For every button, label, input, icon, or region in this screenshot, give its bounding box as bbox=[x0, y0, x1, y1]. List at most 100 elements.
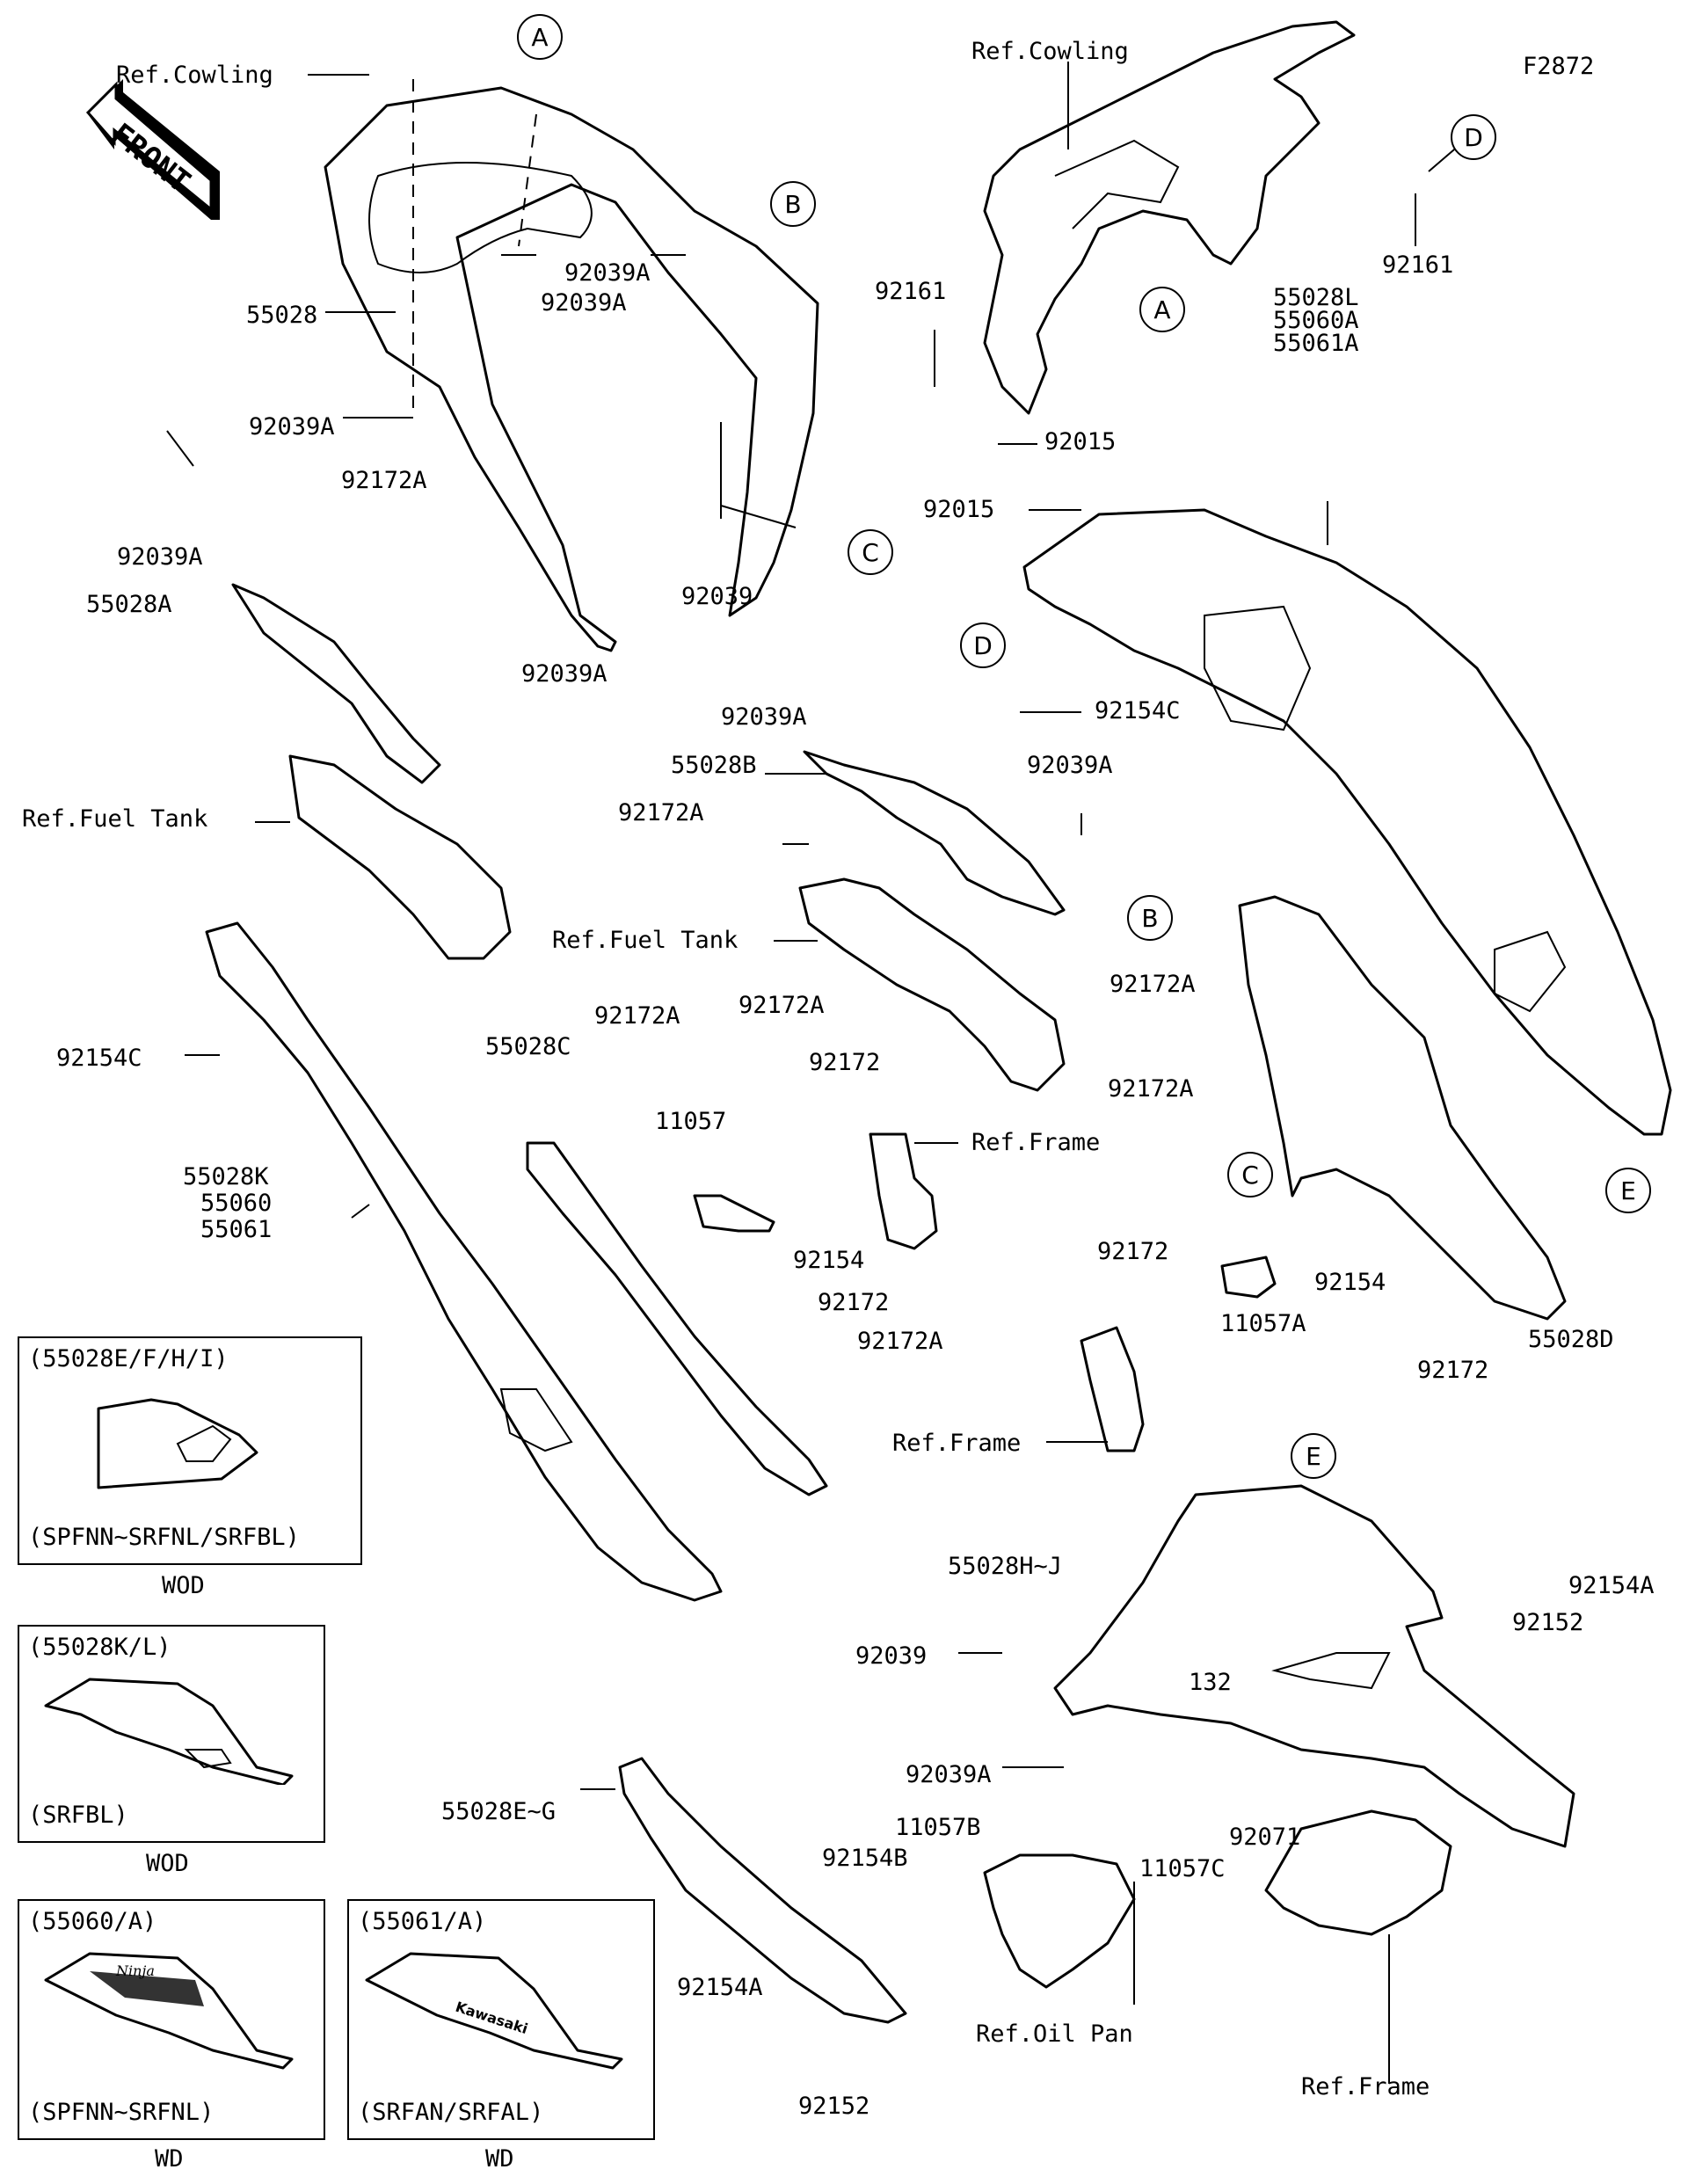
part-label-92172-4[interactable]: 92172 bbox=[1417, 1357, 1489, 1384]
part-label-55028HJ[interactable]: 55028H~J bbox=[948, 1553, 1063, 1580]
part-label-92154C-2[interactable]: 92154C bbox=[56, 1045, 142, 1072]
ref-frame-mid-shape bbox=[1080, 1326, 1145, 1452]
part-label-55028D[interactable]: 55028D bbox=[1528, 1326, 1614, 1353]
part-label-92172A-6[interactable]: 92172A bbox=[1110, 971, 1196, 998]
variant-illustration-55061A: Kawasaki bbox=[365, 1952, 623, 2070]
variant-box-55028EFHI: (55028E/F/H/I) (SPFNN~SRFNL/SRFBL) bbox=[18, 1336, 362, 1565]
ref-frame-upper-shape bbox=[869, 1132, 938, 1250]
part-label-92039A-8[interactable]: 92039A bbox=[906, 1761, 992, 1788]
part-label-92039A-7[interactable]: 92039A bbox=[1027, 752, 1113, 779]
decal-text: Ninja bbox=[115, 1962, 155, 1979]
part-label-92172A-2[interactable]: 92172A bbox=[618, 799, 704, 826]
part-label-92039[interactable]: 92039 bbox=[681, 583, 753, 610]
part-label-92161-right[interactable]: 92161 bbox=[1382, 251, 1454, 279]
variant-title: (55028K/L) bbox=[28, 1634, 171, 1661]
part-label-92015-2[interactable]: 92015 bbox=[923, 496, 995, 523]
part-label-92152-2[interactable]: 92152 bbox=[1512, 1609, 1584, 1636]
part-label-55028C[interactable]: 55028C bbox=[485, 1033, 571, 1060]
part-55028A-panel bbox=[231, 583, 441, 784]
callout-b-mid[interactable]: B bbox=[1127, 895, 1173, 941]
variant-models: (SPFNN~SRFNL/SRFBL) bbox=[28, 1524, 300, 1551]
callout-d-mid[interactable]: D bbox=[960, 622, 1006, 668]
part-label-11057[interactable]: 11057 bbox=[655, 1108, 727, 1135]
variant-note-wd-1: WD bbox=[155, 2145, 184, 2173]
ref-cowling-right-label[interactable]: Ref.Cowling bbox=[971, 38, 1129, 65]
part-label-92039A-3[interactable]: 92039A bbox=[249, 413, 335, 440]
variant-note-wod-1: WOD bbox=[162, 1572, 205, 1599]
part-label-92152-1[interactable]: 92152 bbox=[798, 2093, 870, 2120]
callout-d-top[interactable]: D bbox=[1451, 114, 1496, 160]
part-label-11057C[interactable]: 11057C bbox=[1139, 1855, 1226, 1882]
part-label-55061A[interactable]: 55061A bbox=[1273, 330, 1359, 357]
ref-fuel-tank-left-label[interactable]: Ref.Fuel Tank bbox=[22, 805, 208, 833]
variant-illustration-55028KL bbox=[44, 1678, 294, 1785]
part-label-92039A-5[interactable]: 92039A bbox=[521, 660, 608, 688]
part-label-92154B[interactable]: 92154B bbox=[822, 1845, 908, 1872]
part-label-92161-left[interactable]: 92161 bbox=[875, 278, 947, 305]
part-label-92015-1[interactable]: 92015 bbox=[1044, 428, 1117, 455]
part-label-55028A[interactable]: 55028A bbox=[86, 591, 172, 618]
part-label-55028L[interactable]: 55028L bbox=[1273, 284, 1359, 311]
part-label-55060A[interactable]: 55060A bbox=[1273, 307, 1359, 334]
diagram-code: F2872 bbox=[1523, 53, 1595, 80]
part-label-55028K[interactable]: 55028K bbox=[183, 1163, 269, 1190]
callout-e-mid[interactable]: E bbox=[1605, 1168, 1651, 1213]
part-label-92154[interactable]: 92154 bbox=[793, 1247, 865, 1274]
part-label-92154A-1[interactable]: 92154A bbox=[677, 1974, 763, 2001]
part-label-132[interactable]: 132 bbox=[1189, 1669, 1232, 1696]
part-label-11057A[interactable]: 11057A bbox=[1220, 1310, 1306, 1337]
part-label-55060[interactable]: 55060 bbox=[200, 1190, 273, 1217]
variant-note-wod-2: WOD bbox=[146, 1850, 189, 1877]
part-label-92154-2[interactable]: 92154 bbox=[1314, 1269, 1386, 1296]
part-11057-bracket bbox=[693, 1194, 775, 1233]
part-label-92172-3[interactable]: 92172 bbox=[1097, 1238, 1169, 1265]
callout-a-top[interactable]: A bbox=[517, 14, 563, 60]
part-label-92039A-1[interactable]: 92039A bbox=[564, 259, 651, 287]
variant-illustration-55028EFHI bbox=[97, 1398, 258, 1489]
part-label-92039A-2[interactable]: 92039A bbox=[541, 289, 627, 317]
part-55028L-side-fairing bbox=[1022, 508, 1672, 1136]
part-55028B-panel bbox=[803, 750, 1066, 916]
variant-box-55060A: (55060/A) Ninja (SPFNN~SRFNL) bbox=[18, 1899, 325, 2140]
part-label-92172A-5[interactable]: 92172A bbox=[857, 1328, 943, 1355]
part-label-55028[interactable]: 55028 bbox=[246, 302, 318, 329]
callout-a-right[interactable]: A bbox=[1139, 287, 1185, 332]
part-label-92039-2[interactable]: 92039 bbox=[855, 1642, 928, 1670]
part-label-92172A-3[interactable]: 92172A bbox=[594, 1002, 680, 1030]
part-55028EG-lower-trim bbox=[618, 1757, 907, 2024]
ref-fuel-tank-mid-label[interactable]: Ref.Fuel Tank bbox=[552, 927, 738, 954]
part-label-92071[interactable]: 92071 bbox=[1229, 1824, 1301, 1851]
variant-box-55061A: (55061/A) Kawasaki (SRFAN/SRFAL) bbox=[347, 1899, 655, 2140]
ref-frame-lower-shape bbox=[1264, 1809, 1452, 1936]
callout-c-top[interactable]: C bbox=[848, 529, 893, 575]
part-label-92172A-1[interactable]: 92172A bbox=[341, 467, 427, 494]
callout-b-top[interactable]: B bbox=[770, 181, 816, 227]
part-label-55028EG[interactable]: 55028E~G bbox=[441, 1798, 557, 1825]
part-label-92172-2[interactable]: 92172 bbox=[818, 1289, 890, 1316]
part-label-92154A-2[interactable]: 92154A bbox=[1568, 1572, 1655, 1599]
ref-oil-pan-label[interactable]: Ref.Oil Pan bbox=[976, 2020, 1133, 2048]
part-label-92154C-1[interactable]: 92154C bbox=[1095, 697, 1181, 724]
part-label-55028B[interactable]: 55028B bbox=[671, 752, 757, 779]
variant-models: (SRFAN/SRFAL) bbox=[358, 2099, 544, 2126]
part-label-92039A-4[interactable]: 92039A bbox=[117, 543, 203, 571]
variant-title: (55061/A) bbox=[358, 1908, 487, 1935]
ref-cowling-left-label[interactable]: Ref.Cowling bbox=[116, 62, 273, 89]
part-label-92172A-4[interactable]: 92172A bbox=[738, 992, 825, 1019]
ref-frame-upper-label[interactable]: Ref.Frame bbox=[971, 1129, 1101, 1156]
part-label-11057B[interactable]: 11057B bbox=[895, 1814, 981, 1841]
ref-frame-lower-label[interactable]: Ref.Frame bbox=[1301, 2073, 1430, 2100]
variant-illustration-55060A: Ninja bbox=[44, 1952, 294, 2070]
part-label-92172-1[interactable]: 92172 bbox=[809, 1049, 881, 1076]
leader-lines bbox=[166, 62, 1460, 2084]
callout-c-mid[interactable]: C bbox=[1227, 1152, 1273, 1198]
part-label-55061[interactable]: 55061 bbox=[200, 1216, 273, 1243]
ref-fuel-tank-left-shape bbox=[288, 754, 512, 960]
part-label-92039A-6[interactable]: 92039A bbox=[721, 703, 807, 731]
callout-e-lower[interactable]: E bbox=[1291, 1433, 1336, 1479]
variant-title: (55060/A) bbox=[28, 1908, 157, 1935]
part-label-92172A-7[interactable]: 92172A bbox=[1108, 1075, 1194, 1103]
ref-frame-mid-label[interactable]: Ref.Frame bbox=[892, 1430, 1022, 1457]
